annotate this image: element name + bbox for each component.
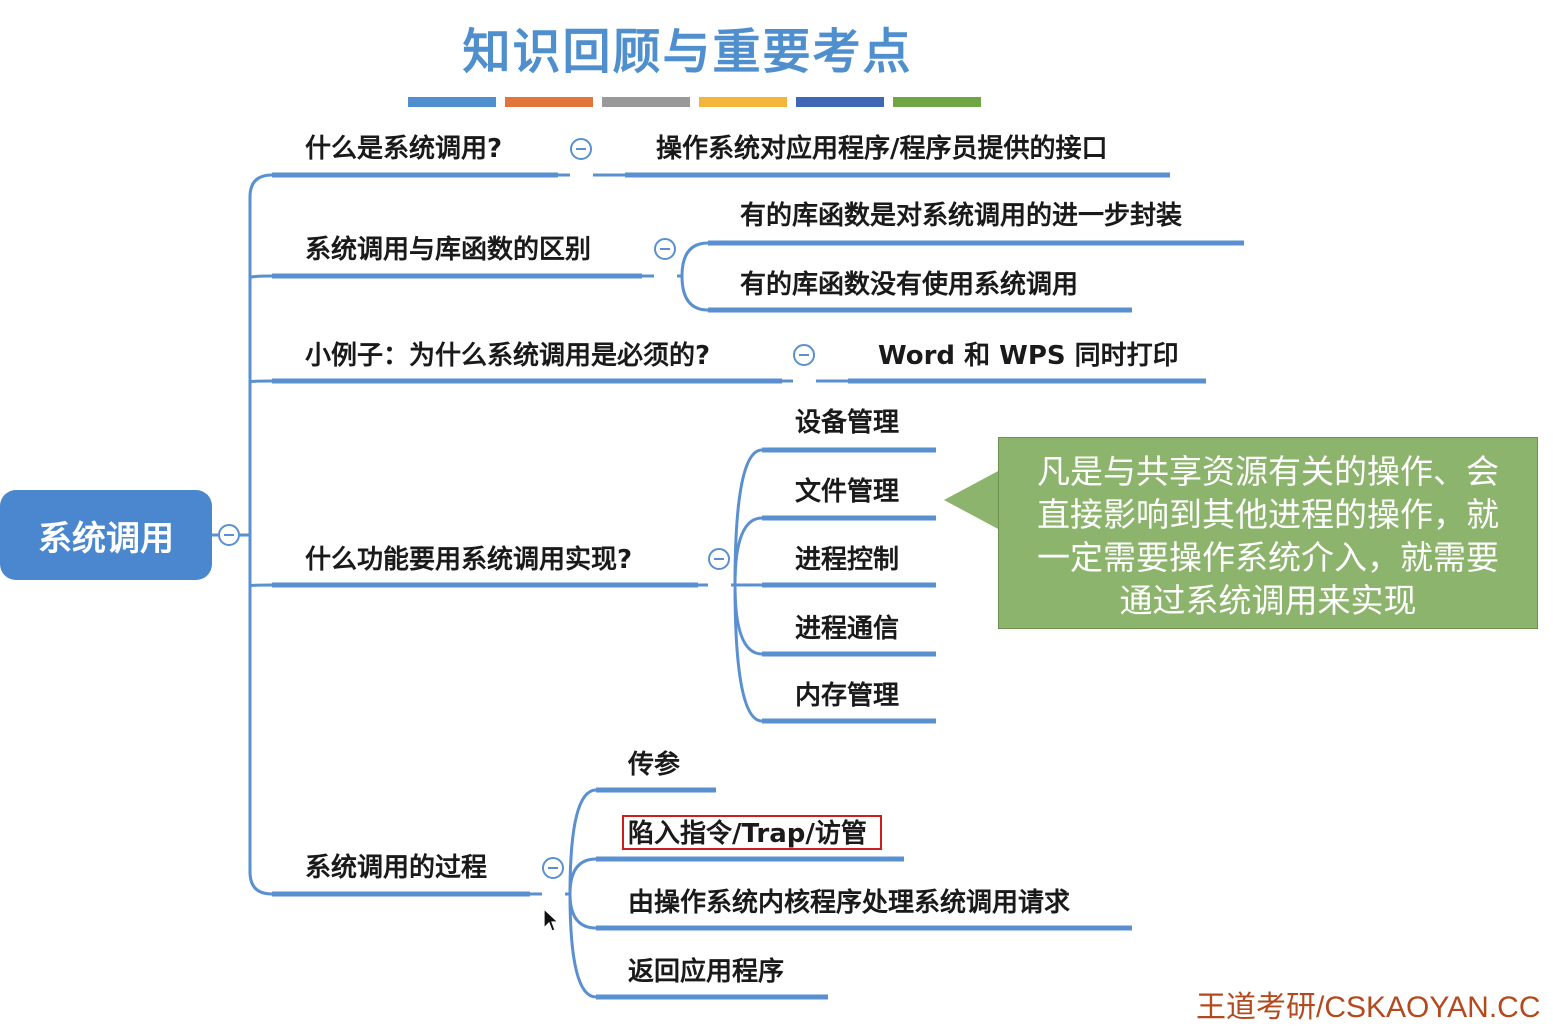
branch-3-collapse-icon[interactable] (793, 344, 815, 366)
deco-segment-yellow (699, 97, 787, 107)
leaf-kernel-handles-request[interactable]: 由操作系统内核程序处理系统调用请求 (628, 888, 1071, 918)
leaf-file-management[interactable]: 文件管理 (795, 477, 900, 507)
branch-syscall-vs-library[interactable]: 系统调用与库函数的区别 (305, 235, 592, 265)
leaf-library-no-syscall[interactable]: 有的库函数没有使用系统调用 (740, 270, 1079, 300)
title-decoration-bar (408, 97, 981, 107)
branch-5-collapse-icon[interactable] (542, 857, 564, 879)
callout-line-4: 通过系统调用来实现 (1119, 581, 1417, 620)
callout-pointer (944, 470, 1000, 530)
leaf-return-to-app[interactable]: 返回应用程序 (628, 957, 785, 987)
branch-example-why-needed[interactable]: 小例子：为什么系统调用是必须的? (305, 341, 711, 371)
mouse-cursor-icon (543, 908, 559, 932)
branch-1-collapse-icon[interactable] (570, 138, 592, 160)
highlight-box (622, 815, 882, 850)
deco-segment-navy (796, 97, 884, 107)
root-collapse-icon[interactable] (218, 524, 240, 546)
leaf-memory-management[interactable]: 内存管理 (795, 681, 900, 711)
deco-segment-orange (505, 97, 593, 107)
branch-what-is-syscall[interactable]: 什么是系统调用? (305, 134, 503, 164)
leaf-process-communication[interactable]: 进程通信 (795, 614, 900, 644)
branch-2-collapse-icon[interactable] (654, 238, 676, 260)
leaf-library-wraps-syscall[interactable]: 有的库函数是对系统调用的进一步封装 (740, 201, 1183, 231)
leaf-device-management[interactable]: 设备管理 (795, 408, 900, 438)
branch-which-functions[interactable]: 什么功能要用系统调用实现? (305, 545, 633, 575)
callout-line-2: 直接影响到其他进程的操作，就 (1037, 495, 1499, 534)
root-node[interactable]: 系统调用 (0, 490, 212, 580)
callout-note: 凡是与共享资源有关的操作、会 直接影响到其他进程的操作，就 一定需要操作系统介入… (998, 437, 1538, 629)
leaf-interface[interactable]: 操作系统对应用程序/程序员提供的接口 (656, 134, 1108, 164)
callout-line-1: 凡是与共享资源有关的操作、会 (1037, 452, 1499, 491)
branch-syscall-process[interactable]: 系统调用的过程 (305, 853, 488, 883)
leaf-trap-instruction[interactable]: 陷入指令/Trap/访管 (628, 819, 867, 849)
leaf-pass-parameters[interactable]: 传参 (628, 750, 681, 780)
leaf-word-wps-print[interactable]: Word 和 WPS 同时打印 (878, 341, 1179, 371)
leaf-process-control[interactable]: 进程控制 (795, 545, 900, 575)
callout-line-3: 一定需要操作系统介入，就需要 (1037, 538, 1499, 577)
deco-segment-blue (408, 97, 496, 107)
branch-4-collapse-icon[interactable] (708, 548, 730, 570)
deco-segment-gray (602, 97, 690, 107)
deco-segment-green (893, 97, 981, 107)
watermark: 王道考研/CSKAOYAN.CC (1196, 991, 1541, 1024)
page-title: 知识回顾与重要考点 (462, 24, 913, 80)
